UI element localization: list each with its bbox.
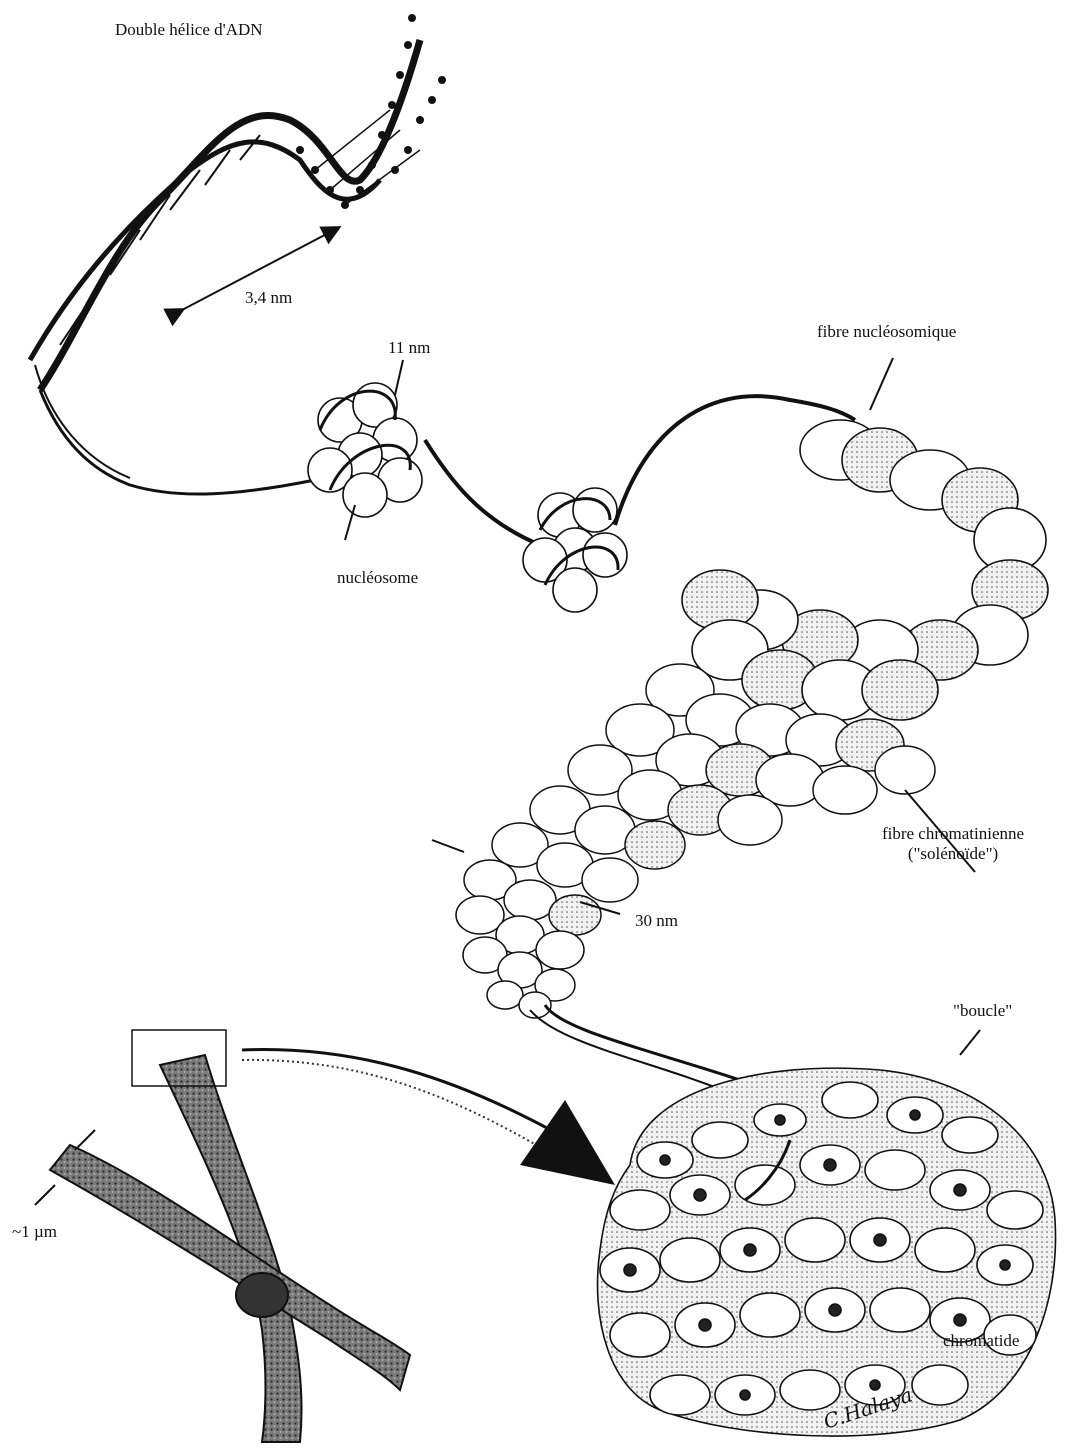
label-fiber-diameter: 30 nm xyxy=(635,911,678,931)
tick-width-bottom xyxy=(35,1185,55,1205)
tick-30nm-left xyxy=(432,840,464,852)
nucleosome-1 xyxy=(308,383,422,517)
label-helix-pitch: 3,4 nm xyxy=(245,288,292,308)
label-chromatid: chromatide xyxy=(943,1331,1019,1351)
tick-width-top xyxy=(75,1130,95,1150)
leader-11nm xyxy=(395,360,403,395)
label-nucleosome-fiber: fibre nucléosomique xyxy=(817,322,956,342)
label-loop: "boucle" xyxy=(953,1001,1012,1021)
label-chromatin-fiber-line1: fibre chromatinienne xyxy=(858,824,1048,844)
nucleosome-2 xyxy=(523,488,627,612)
label-dna-double-helix: Double hélice d'ADN xyxy=(115,20,263,40)
leader-nucleosome-fiber xyxy=(870,358,893,410)
magnification-arrow-head xyxy=(520,1100,615,1185)
leader-loop xyxy=(960,1030,980,1055)
linker-dna xyxy=(425,440,540,545)
nucleosomal-fiber xyxy=(682,420,1048,720)
label-nucleosome-diameter: 11 nm xyxy=(388,338,430,358)
chromatid xyxy=(598,1068,1056,1436)
label-chromosome-width: ~1 µm xyxy=(12,1222,57,1242)
magnification-arrow xyxy=(242,1050,560,1135)
metaphase-chromosome xyxy=(50,1055,410,1442)
label-chromatin-fiber: fibre chromatinienne ("solénoïde") xyxy=(858,824,1048,863)
label-chromatin-fiber-line2: ("solénoïde") xyxy=(858,844,1048,864)
label-nucleosome: nucléosome xyxy=(337,568,418,588)
